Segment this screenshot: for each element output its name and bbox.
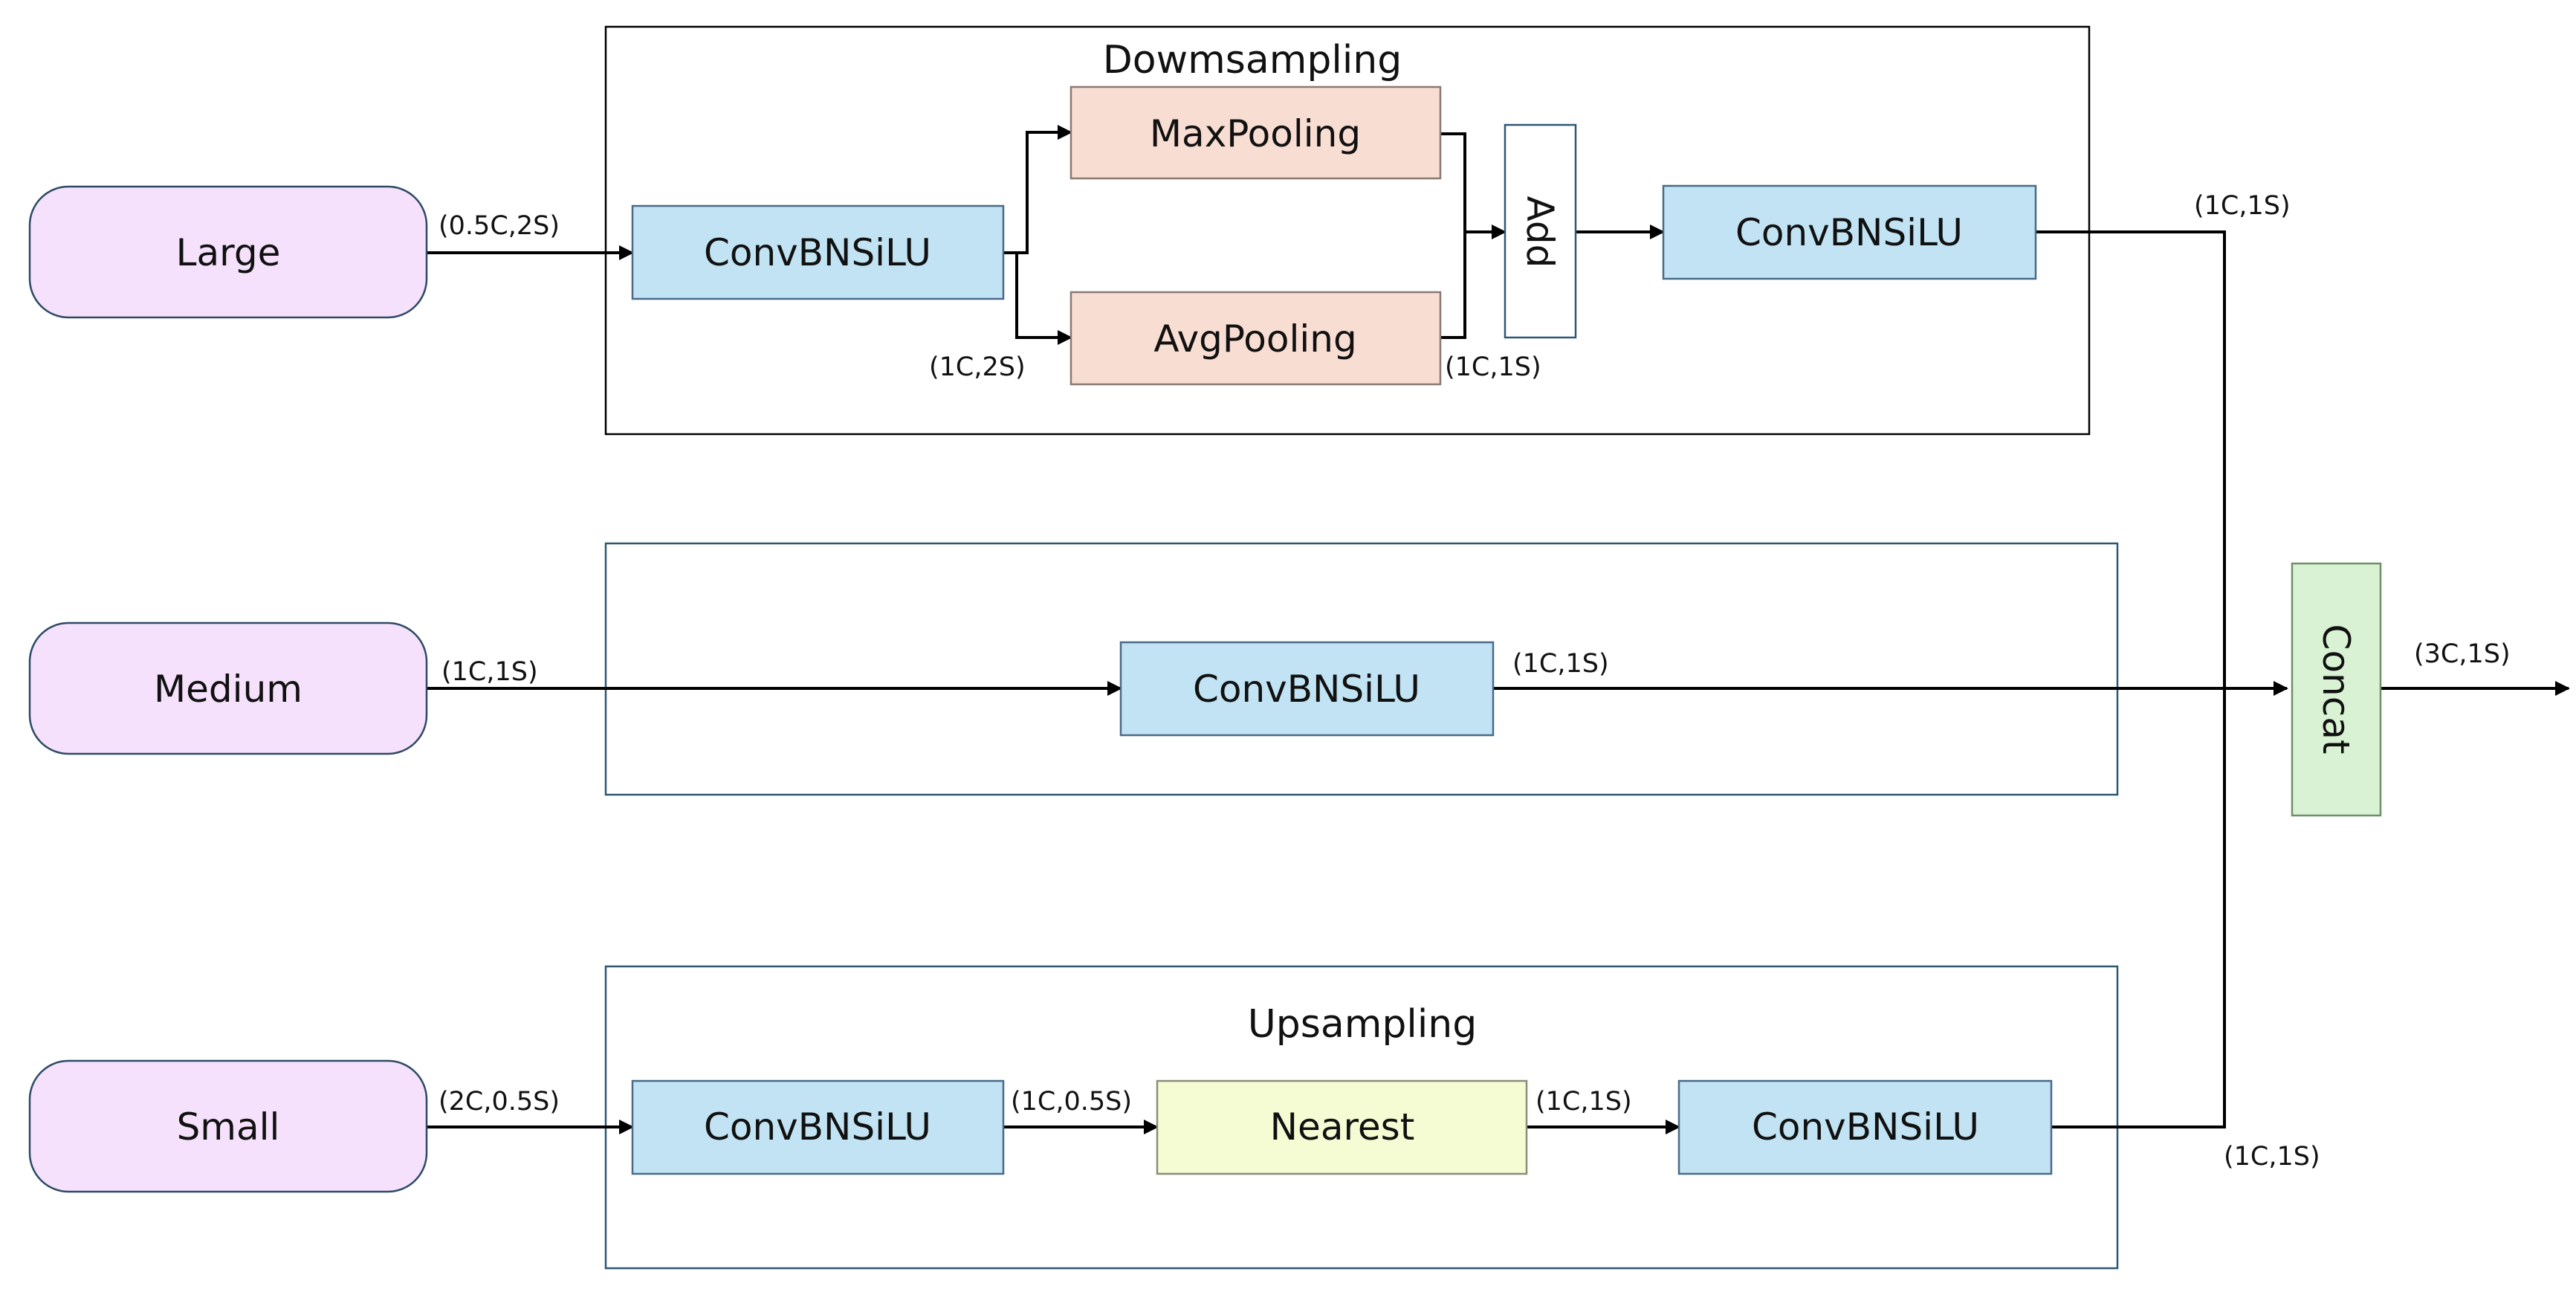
- maxpool-to-add-wire: [1440, 132, 1466, 232]
- nearest-block: [1156, 1079, 1528, 1175]
- medium-input-node: [28, 621, 428, 755]
- dim-medium-out: (1C,1S): [1512, 649, 1609, 679]
- dim-small-in: (2C,0.5S): [438, 1087, 560, 1117]
- downsampling-title: Dowmsampling: [1103, 38, 1402, 83]
- add-label: Add: [1518, 196, 1562, 268]
- small-input-label: Small: [177, 1105, 280, 1149]
- dim-concat-out: (3C,1S): [2414, 639, 2511, 669]
- conv-to-avgpool-arrow: [1015, 253, 1072, 345]
- upsampling-output-conv-block: [1677, 1079, 2053, 1175]
- maxpooling-block: [1069, 85, 1442, 180]
- downsampling-output-conv-block: [1662, 184, 2037, 280]
- dim-small-conv-out: (1C,0.5S): [1011, 1087, 1132, 1117]
- large-conv-label: ConvBNSiLU: [704, 231, 931, 274]
- small-input-node: [28, 1059, 428, 1193]
- medium-input-label: Medium: [154, 668, 302, 711]
- downsampling-output-conv-label: ConvBNSiLU: [1735, 211, 1963, 254]
- large-input-node: [28, 185, 428, 319]
- avgpool-to-add-wire: [1440, 232, 1466, 339]
- upsampling-title: Upsampling: [1248, 1002, 1478, 1047]
- upsampling-output-conv-label: ConvBNSiLU: [1752, 1105, 1979, 1149]
- dim-large-out: (1C,1S): [2194, 191, 2291, 221]
- large-input-label: Large: [176, 231, 281, 274]
- dim-pool-out: (1C,1S): [1445, 352, 1541, 382]
- dim-large-in: (0.5C,2S): [438, 211, 560, 241]
- dim-small-out: (1C,1S): [2224, 1142, 2320, 1172]
- dim-large-conv-out: (1C,2S): [929, 352, 1026, 382]
- medium-conv-block: [1119, 641, 1495, 737]
- dim-medium-in: (1C,1S): [441, 657, 538, 687]
- concat-label: Concat: [2314, 624, 2357, 755]
- nearest-label: Nearest: [1270, 1105, 1415, 1149]
- medium-conv-label: ConvBNSiLU: [1193, 668, 1420, 711]
- maxpooling-label: MaxPooling: [1150, 112, 1361, 155]
- add-block: [1504, 123, 1577, 339]
- concat-block: [2291, 562, 2382, 817]
- large-branch-output-wire: [2036, 230, 2226, 688]
- large-conv-block: [631, 204, 1005, 300]
- small-conv-label: ConvBNSiLU: [704, 1105, 931, 1149]
- small-branch-output-wire: [2051, 688, 2226, 1128]
- avgpooling-block: [1069, 291, 1442, 386]
- dim-nearest-out: (1C,1S): [1535, 1087, 1632, 1117]
- avgpooling-label: AvgPooling: [1153, 317, 1356, 361]
- small-conv-block: [631, 1079, 1005, 1175]
